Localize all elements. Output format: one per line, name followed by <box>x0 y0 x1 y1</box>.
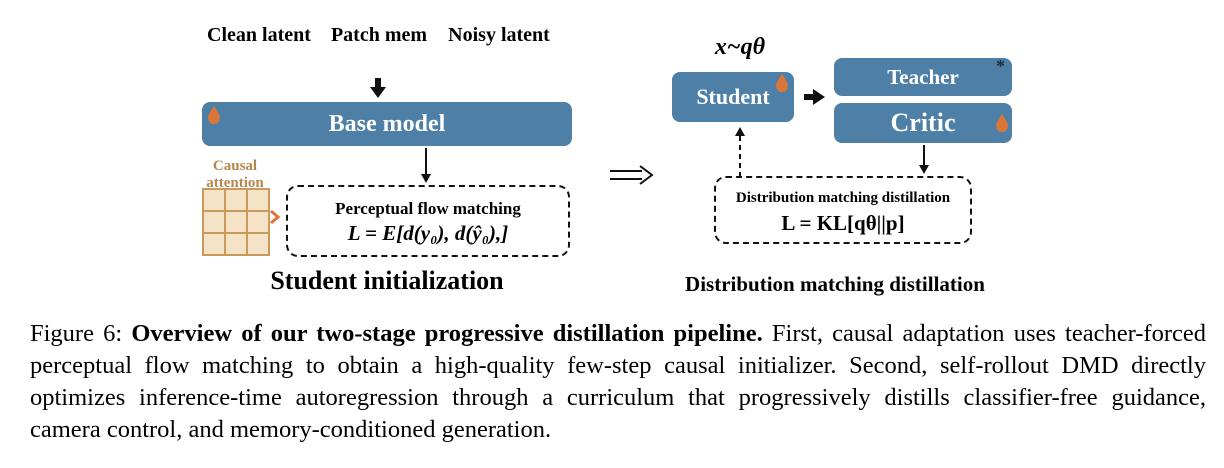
sample-label: x~qθ <box>714 34 766 60</box>
perceptual-loss-box: Perceptual flow matching L = E[d(y₀), d(… <box>286 185 570 257</box>
perceptual-loss-title: Perceptual flow matching <box>335 199 521 218</box>
down-arrow-icon <box>919 145 929 174</box>
stage-transition-arrow-icon <box>610 165 654 185</box>
noisy-latent-label: Noisy latent <box>448 24 550 46</box>
frozen-star-icon: * <box>996 56 1005 76</box>
critic-box: Critic <box>834 103 1012 143</box>
teacher-box: Teacher <box>834 58 1012 96</box>
dmd-loss-formula: L = KL[qθ||p] <box>781 211 905 235</box>
stage1-title: Student initialization <box>270 266 504 295</box>
clean-latent-label: Clean latent <box>207 24 311 46</box>
patch-mem-label: Patch mem <box>330 24 428 46</box>
dmd-loss-box: Distribution matching distillation L = K… <box>714 176 972 244</box>
figure-caption: Figure 6: Overview of our two-stage prog… <box>30 318 1206 446</box>
caption-body: First, causal adaptation uses teacher-fo… <box>30 320 1206 443</box>
stage2-title: Distribution matching distillation <box>685 272 985 296</box>
trainable-drop-icon <box>208 106 220 124</box>
critic-label: Critic <box>890 108 956 137</box>
causal-attention-grid <box>202 188 270 256</box>
base-model-box: Base model <box>202 102 572 146</box>
down-arrow-icon <box>370 78 386 98</box>
trainable-drop-icon <box>996 114 1008 132</box>
dashed-up-arrow-icon <box>735 127 745 176</box>
teacher-label: Teacher <box>887 64 959 89</box>
base-model-label: Base model <box>328 110 446 137</box>
dmd-loss-title: Distribution matching distillation <box>735 190 951 206</box>
perceptual-loss-formula: L = E[d(y₀), d(ŷ₀),] <box>347 221 509 245</box>
caption-bold: Overview of our two-stage progressive di… <box>131 320 763 347</box>
chevron-right-icon <box>270 209 281 225</box>
down-arrow-icon <box>421 148 431 183</box>
trainable-drop-icon <box>776 74 788 92</box>
student-label: Student <box>696 84 770 109</box>
caption-prefix: Figure 6: <box>30 320 132 347</box>
causal-attention-label: Causal attention <box>206 158 264 191</box>
student-box: Student <box>672 72 794 122</box>
right-arrow-icon <box>804 89 825 105</box>
